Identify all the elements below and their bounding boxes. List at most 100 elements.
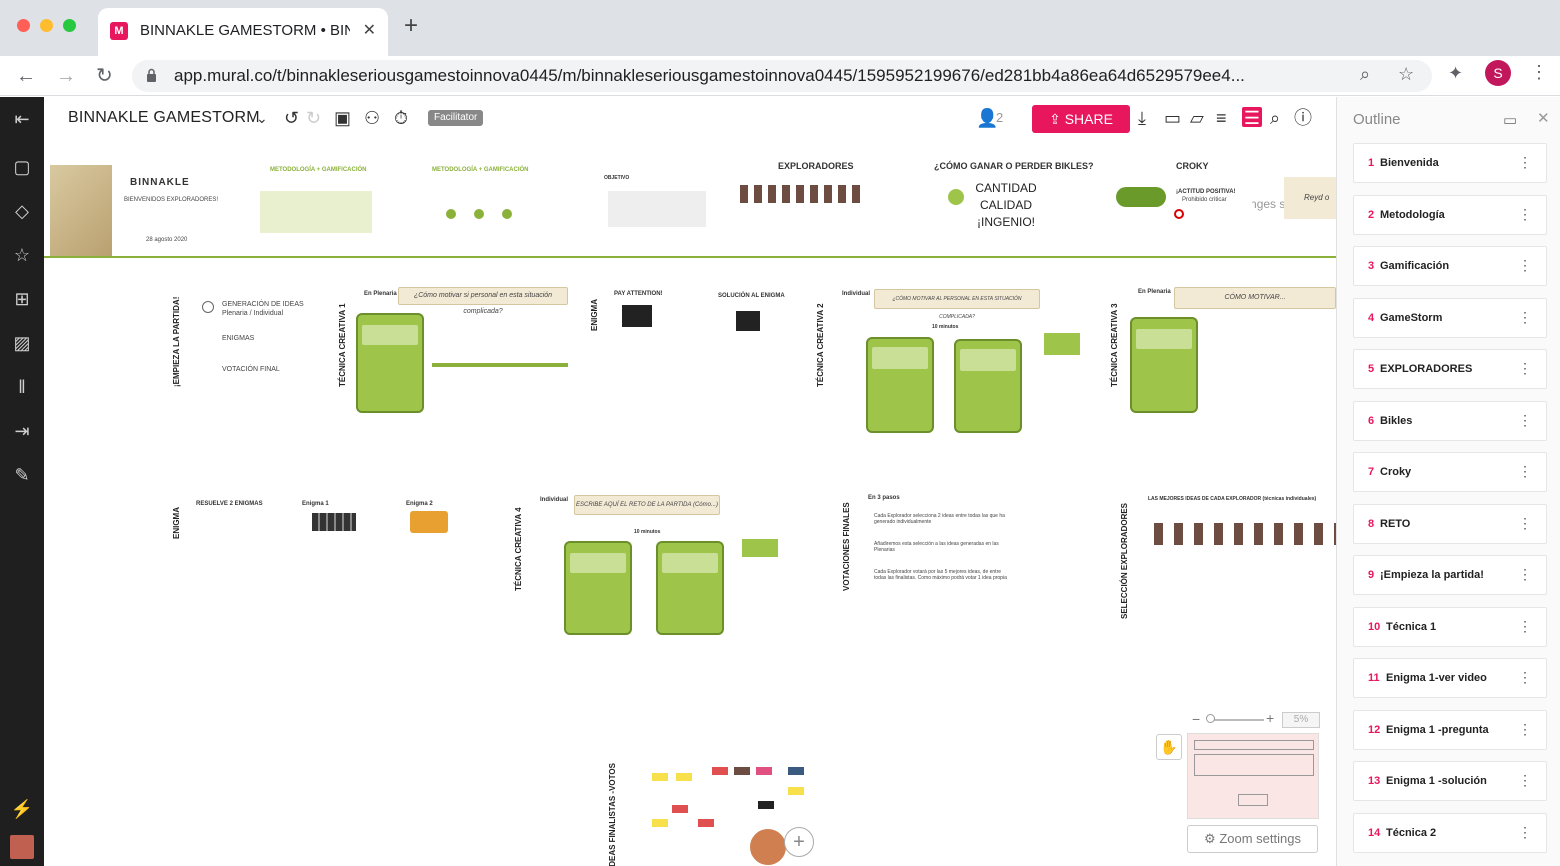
comments-icon[interactable]: ▱ (1190, 108, 1204, 128)
tecnica4-card-2[interactable] (656, 541, 724, 635)
chevron-down-icon[interactable]: ⌄ (256, 110, 268, 126)
new-tab-plus-icon[interactable]: + (404, 12, 419, 39)
outline-item-menu-icon[interactable]: ⋮ (1518, 308, 1532, 325)
lightning-icon[interactable]: ⚡ (10, 799, 34, 819)
user-avatar-thumbnail[interactable] (10, 835, 34, 859)
enigma2-bus-image[interactable] (410, 511, 448, 533)
mural-title[interactable]: BINNAKLE GAMESTORM (68, 109, 260, 126)
summary-icon[interactable]: ≡ (1216, 108, 1227, 128)
upload-file-icon[interactable]: ⇥ (14, 421, 30, 441)
zoom-out-icon[interactable]: − (1192, 711, 1201, 727)
close-panel-icon[interactable]: ✕ (1537, 110, 1550, 127)
vote-sticky[interactable] (734, 767, 750, 775)
export-download-icon[interactable]: ⤓ (1138, 108, 1146, 128)
slide-gamificacion[interactable]: METODOLOGÍA + GAMIFICACIÓN (428, 165, 538, 257)
tab-close-icon[interactable]: ✕ (362, 22, 376, 39)
outline-item-menu-icon[interactable]: ⋮ (1518, 514, 1532, 531)
zoom-in-icon[interactable]: + (1266, 710, 1275, 726)
icons-star-icon[interactable]: ☆ (13, 245, 31, 265)
search-zoom-icon[interactable]: ⌕ (1360, 64, 1371, 84)
url-omnibox[interactable]: app.mural.co/t/binnakleseriousgamestoinn… (132, 60, 1432, 92)
slide-gamestorm[interactable]: OBJETIVO (602, 157, 712, 249)
enigma-solution-thumbnail[interactable] (736, 311, 760, 331)
user-icon[interactable]: 👤 (976, 108, 999, 128)
slide-metodologia[interactable]: METODOLOGÍA + GAMIFICACIÓN (256, 165, 376, 257)
slide-croky[interactable]: CROKY ¡ACTITUD POSITIVA! Prohibido criti… (1112, 157, 1252, 249)
frameworks-grid-icon[interactable]: ⊞ (14, 289, 30, 309)
zoom-level[interactable]: 5% (1282, 712, 1320, 728)
forward-arrow-icon[interactable]: → (56, 65, 76, 87)
private-mode-icon[interactable]: ⚇ (364, 108, 381, 128)
zoom-slider[interactable] (1208, 719, 1264, 721)
help-icon[interactable]: ⓘ (1294, 108, 1312, 128)
tecnica1-card[interactable] (356, 313, 424, 413)
outline-list-icon[interactable]: ☰ (1242, 107, 1262, 128)
extensions-puzzle-icon[interactable]: ✦ (1448, 63, 1464, 83)
vote-sticky[interactable] (698, 819, 714, 827)
vote-sticky[interactable] (652, 819, 668, 827)
outline-item-menu-icon[interactable]: ⋮ (1518, 669, 1532, 685)
outline-item-menu-icon[interactable]: ⋮ (1518, 360, 1532, 376)
outline-item-menu-icon[interactable]: ⋮ (1518, 463, 1532, 479)
enigma1-image[interactable] (312, 513, 356, 531)
window-close-button[interactable] (17, 19, 30, 32)
library-icon[interactable]: ‖ (18, 377, 26, 397)
vote-sticky[interactable] (756, 767, 772, 775)
timer-icon[interactable]: ⏱ (394, 108, 409, 128)
outline-item-menu-icon[interactable]: ⋮ (1518, 154, 1532, 170)
vote-sticky[interactable] (788, 767, 804, 775)
bookmark-star-icon[interactable]: ☆ (1398, 64, 1415, 84)
frame-icon[interactable]: ▣ (334, 108, 352, 128)
exit-icon[interactable]: ⇤ (14, 109, 30, 129)
minimap[interactable] (1187, 733, 1319, 819)
browser-menu-icon[interactable]: ⋮ (1530, 62, 1548, 82)
shapes-connectors-icon[interactable]: ◇ (15, 201, 29, 221)
outline-item-menu-icon[interactable]: ⋮ (1518, 823, 1532, 840)
present-icon[interactable]: ▭ (1503, 112, 1518, 129)
search-canvas-icon[interactable]: ⌕ (1270, 108, 1281, 128)
undo-icon[interactable]: ↺ (284, 108, 300, 128)
vote-sticky[interactable] (652, 773, 668, 781)
vote-sticky[interactable] (676, 773, 692, 781)
outline-item-menu-icon[interactable]: ⋮ (1518, 205, 1532, 222)
browser-tab-active[interactable]: M BINNAKLE GAMESTORM • BINNAKLE ✕ (98, 8, 388, 56)
facilitator-badge[interactable]: Facilitator (428, 110, 484, 126)
outline-item-menu-icon[interactable]: ⋮ (1518, 566, 1532, 582)
vote-sticky[interactable] (758, 801, 774, 809)
hand-pan-icon[interactable]: ✋ (1156, 734, 1182, 760)
slide-exploradores[interactable]: EXPLORADORES (732, 157, 862, 249)
vote-sticky[interactable] (788, 787, 804, 795)
sticky-note-icon[interactable]: ▢ (13, 157, 31, 177)
collaborator-avatar[interactable] (748, 827, 788, 866)
mural-canvas[interactable]: All changes saved BINNAKLE BIENVENIDOS E… (44, 141, 1336, 866)
reload-icon[interactable]: ↻ (96, 65, 113, 87)
slide-reto[interactable]: Reyd o (1284, 177, 1336, 219)
profile-avatar[interactable]: S (1485, 60, 1511, 86)
outline-item-9[interactable]: 9¡Empieza la partida!⋮ (1353, 555, 1547, 595)
redo-icon[interactable]: ↻ (306, 108, 322, 128)
share-button[interactable]: ⇪ SHARE (1032, 105, 1130, 133)
activity-icon[interactable]: ▭ (1164, 108, 1182, 128)
tecnica2-card-2[interactable] (954, 339, 1022, 433)
tecnica2-card-1[interactable] (866, 337, 934, 433)
window-zoom-button[interactable] (63, 19, 76, 32)
zoom-slider-handle[interactable] (1206, 714, 1215, 723)
outline-item-menu-icon[interactable]: ⋮ (1518, 772, 1532, 788)
outline-item-menu-icon[interactable]: ⋮ (1518, 257, 1532, 273)
vote-sticky[interactable] (712, 767, 728, 775)
add-plus-icon[interactable]: + (784, 827, 814, 857)
outline-item-menu-icon[interactable]: ⋮ (1518, 720, 1532, 737)
zoom-settings-button[interactable]: ⚙ Zoom settings (1187, 825, 1318, 853)
slide-bienvenida[interactable]: BINNAKLE BIENVENIDOS EXPLORADORES! 28 ag… (50, 165, 220, 257)
